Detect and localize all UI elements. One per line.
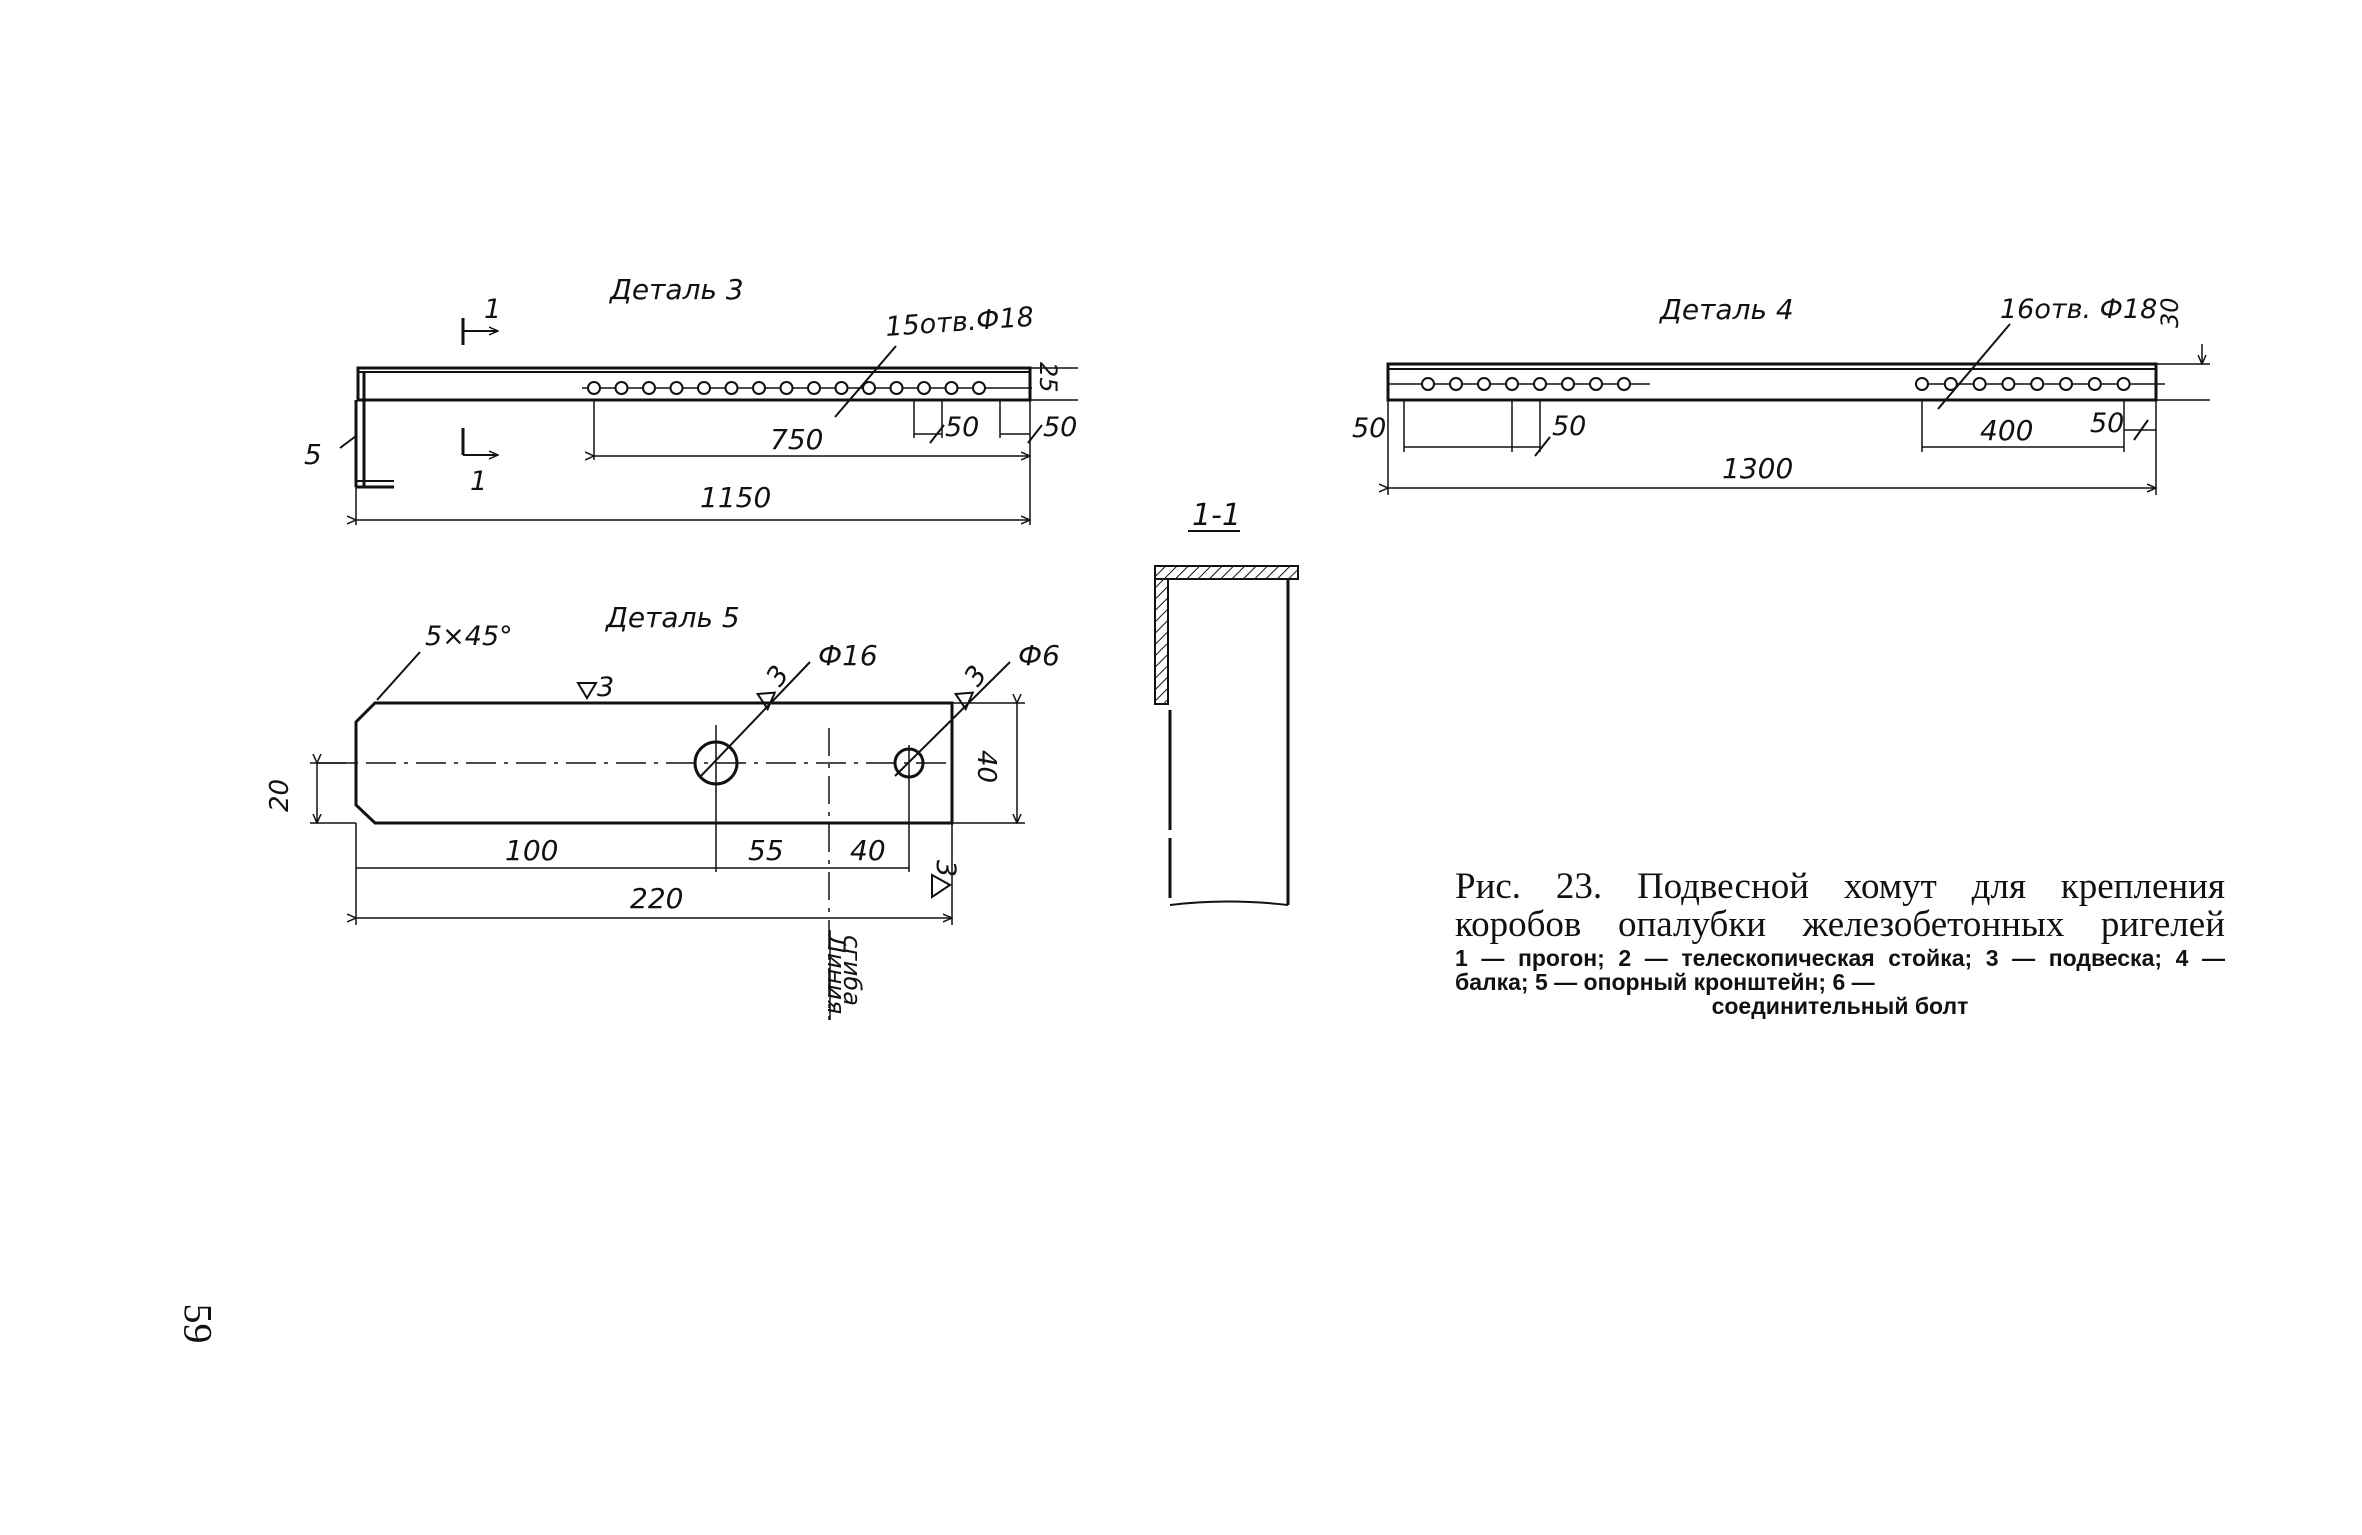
hole-marker (1972, 377, 1987, 391)
hole-marker (614, 381, 629, 395)
hole-marker (2087, 377, 2102, 391)
hole-marker (779, 381, 794, 395)
detail-3-bar (356, 366, 1032, 402)
hole-marker (1915, 377, 1929, 391)
hole-marker (1589, 377, 1603, 391)
figure-caption: Рис. 23. Подвесной хомут для крепления к… (1455, 866, 2225, 1019)
detail-5-dim-b: 55 (748, 834, 784, 867)
detail-3-holes (587, 381, 986, 395)
page-number: 59 (175, 1303, 221, 1344)
bend-line-label-2: сгиба (838, 935, 866, 1006)
hole-marker (834, 381, 849, 395)
detail-3-holes-span: 750 (770, 423, 823, 456)
hole-marker (1561, 377, 1575, 391)
hole-marker (944, 381, 959, 395)
hole-marker (752, 381, 766, 395)
detail-3-end: 50 (1043, 412, 1077, 443)
detail-4-holes-span: 400 (1980, 414, 2033, 447)
detail-3-callout: 5 (304, 438, 322, 471)
weld-hole-1: 3 (760, 660, 795, 692)
detail-3-title: Деталь 3 (608, 273, 744, 306)
bend-line-label-1: Линия (822, 934, 850, 1014)
weld-top: 3 (597, 672, 614, 703)
detail-4-right-end: 50 (2090, 408, 2124, 439)
section-title: 1-1 (1192, 498, 1241, 533)
detail-5-height: 40 (971, 750, 1001, 783)
hole-marker (1449, 377, 1463, 391)
caption-legend-line-1: 1 — прогон; 2 — телескопическая стойка; … (1455, 945, 2225, 995)
hole-marker (2116, 377, 2131, 391)
detail-5-dim-c: 40 (850, 834, 886, 867)
hole-marker (724, 381, 739, 395)
caption-main: Рис. 23. Подвесной хомут для крепления к… (1455, 866, 2225, 945)
hole-2-diameter: Ф6 (1018, 639, 1060, 672)
hole-marker (2059, 377, 2073, 391)
hole-marker (889, 381, 904, 395)
hole-marker (2001, 377, 2016, 391)
hole-marker (587, 381, 601, 395)
detail-5-dim-a: 100 (505, 834, 558, 867)
hole-marker (1477, 377, 1491, 391)
hole-marker (2030, 377, 2045, 391)
hole-marker (917, 381, 931, 395)
detail-4-holes-label: 16отв. Ф18 (2000, 294, 2157, 325)
caption-legend-line-2: соединительный болт (1711, 993, 1969, 1019)
section-mark-top: 1 (484, 294, 501, 325)
hole-marker (807, 381, 821, 395)
detail-5-total: 220 (630, 882, 683, 915)
detail-3-total: 1150 (700, 481, 771, 514)
detail-4-pitch: 50 (1552, 411, 1586, 442)
detail-3-pitch: 50 (945, 412, 979, 443)
hole-marker (697, 381, 711, 395)
detail-4-thickness: 30 (2156, 297, 2184, 328)
weld-hole-2: 3 (958, 660, 993, 692)
hole-marker (972, 381, 986, 395)
weld-side: 3 (930, 860, 961, 877)
hole-marker (1943, 377, 1958, 391)
detail-4-left-end: 50 (1352, 413, 1386, 444)
detail-4-total: 1300 (1722, 452, 1793, 485)
hole-marker (862, 381, 876, 395)
detail-5-axis-offset: 20 (265, 779, 295, 812)
detail-4-holes (1421, 377, 2131, 391)
caption-legend: 1 — прогон; 2 — телескопическая стойка; … (1455, 946, 2225, 1018)
hole-marker (1505, 377, 1519, 391)
hole-marker (642, 381, 656, 395)
section-mark-bottom: 1 (470, 466, 487, 497)
hole-marker (669, 381, 684, 395)
hole-marker (1421, 377, 1435, 391)
detail-5-chamfer: 5×45° (425, 621, 513, 652)
section-1-1: 1-1 (1154, 498, 1299, 906)
detail-5-title: Деталь 5 (604, 601, 740, 634)
detail-3-holes-label: 15отв.Ф18 (884, 302, 1035, 343)
hole-marker (1617, 377, 1631, 391)
hole-1-diameter: Ф16 (818, 639, 878, 672)
detail-3: Деталь 3 1 1 5 15отв.Ф18 25 (304, 273, 1078, 525)
hole-marker (1533, 377, 1547, 391)
detail-4: Деталь 4 16отв. Ф18 30 50 50 400 50 1300 (1352, 293, 2210, 495)
detail-4-bar (1386, 362, 2158, 402)
detail-3-thickness: 25 (1034, 362, 1062, 393)
detail-5: Деталь 5 Линия сгиба 5×45° 3 3 Ф16 3 Ф6 … (265, 601, 1060, 1020)
detail-4-title: Деталь 4 (1658, 293, 1794, 326)
